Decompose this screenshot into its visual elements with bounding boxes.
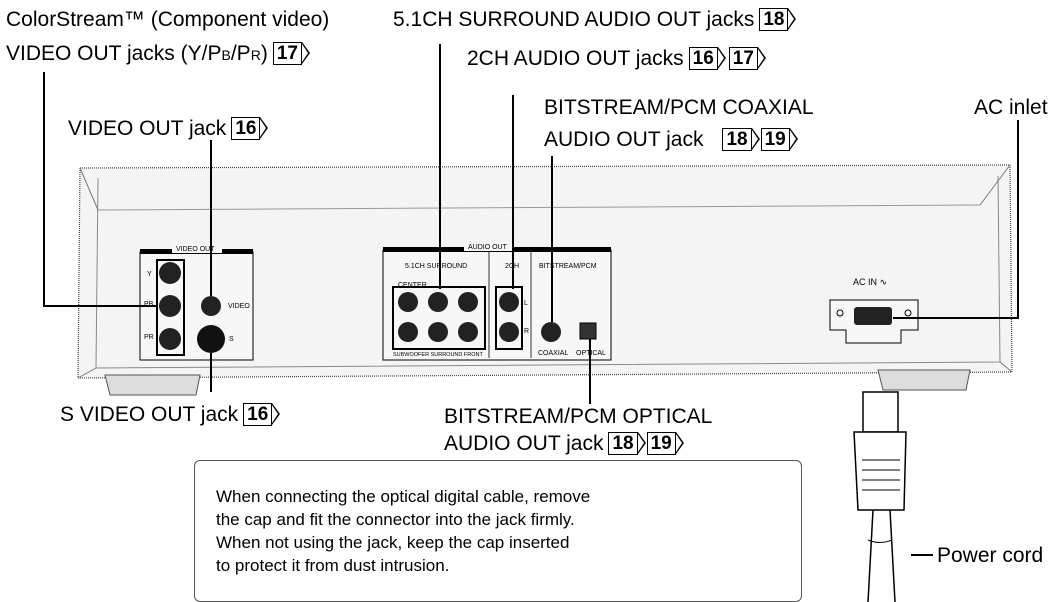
note-line-4: to protect it from dust intrusion. — [216, 556, 450, 575]
surround-jack-2[interactable] — [428, 292, 448, 312]
surround-jack-4[interactable] — [398, 322, 418, 342]
panel-y-label: Y — [147, 271, 152, 278]
surround-jack-5[interactable] — [428, 322, 448, 342]
page-ref-18: 18 — [608, 432, 646, 455]
page-ref-17: 17 — [272, 42, 311, 65]
audio-out-panel: AUDIO OUT 5.1CH SURROUND CENTER 2CH BITS… — [382, 242, 612, 361]
panel-ac-in-label: AC IN ∿ — [853, 277, 887, 287]
panel-video-out-title: VIDEO OUT — [176, 246, 215, 253]
panel-video-label: VIDEO — [228, 303, 250, 310]
ac-inlet: AC IN ∿ — [829, 277, 919, 344]
power-cord-plug — [853, 391, 907, 602]
y-jack[interactable] — [159, 262, 181, 284]
2ch-l-jack[interactable] — [499, 292, 519, 312]
surround-jack-6[interactable] — [458, 322, 478, 342]
surround-jack-3[interactable] — [458, 292, 478, 312]
panel-bottom-labels: SUBWOOFER SURROUND FRONT — [393, 352, 483, 358]
surround-jack-1[interactable] — [398, 292, 418, 312]
panel-pb-label: PB — [144, 301, 154, 308]
panel-51ch-label: 5.1CH SURROUND — [405, 263, 467, 270]
coaxial-label-line1: BITSTREAM/PCM COAXIAL — [544, 96, 814, 119]
right-foot — [877, 369, 971, 391]
pr-jack[interactable] — [159, 328, 181, 350]
colorstream-label-line1: ColorStream™ (Component video) — [6, 8, 330, 31]
2ch-r-jack[interactable] — [499, 322, 519, 342]
s-video-jack[interactable] — [197, 325, 225, 353]
note-line-3: When not using the jack, keep the cap in… — [216, 533, 570, 552]
colorstream-label-line2: VIDEO OUT jacks (Y/PB/PR)17 — [6, 42, 311, 67]
left-foot — [104, 374, 201, 396]
page-ref-16: 16 — [688, 47, 726, 70]
panel-center-label: CENTER — [398, 282, 427, 289]
ac-inlet-socket[interactable] — [854, 307, 892, 325]
page-ref-19: 19 — [646, 432, 684, 455]
video-jack[interactable] — [201, 296, 221, 316]
page-ref-18: 18 — [722, 128, 760, 151]
leader-lines — [43, 44, 1019, 556]
page-ref-17: 17 — [728, 47, 767, 70]
page-ref-19: 19 — [760, 128, 798, 151]
panel-pr-label: PR — [144, 334, 154, 341]
note-line-1: When connecting the optical digital cabl… — [216, 487, 591, 506]
pb-jack[interactable] — [159, 295, 181, 317]
page-ref-18: 18 — [759, 8, 797, 31]
panel-s-label: S — [229, 336, 234, 343]
page-ref-16: 16 — [231, 117, 269, 140]
optical-note-text: When connecting the optical digital cabl… — [216, 485, 590, 577]
panel-r-label: R — [524, 328, 529, 335]
coaxial-jack[interactable] — [541, 322, 561, 342]
panel-audio-out-title: AUDIO OUT — [468, 244, 508, 251]
panel-l-label: L — [524, 300, 528, 307]
optical-label-line1: BITSTREAM/PCM OPTICAL — [444, 405, 713, 428]
panel-coaxial-label: COAXIAL — [538, 350, 568, 357]
optical-jack[interactable] — [579, 322, 597, 340]
note-line-2: the cap and fit the connector into the j… — [216, 510, 575, 529]
panel-optical-label: OPTICAL — [576, 350, 606, 357]
power-cord-label: Power cord — [937, 544, 1044, 567]
panel-bitstream-label: BITSTREAM/PCM — [539, 263, 597, 270]
page-ref-16: 16 — [243, 403, 281, 426]
video-out-panel: VIDEO OUT Y PB PR VIDEO S — [139, 244, 254, 361]
ac-inlet-label: AC inlet — [974, 96, 1048, 119]
